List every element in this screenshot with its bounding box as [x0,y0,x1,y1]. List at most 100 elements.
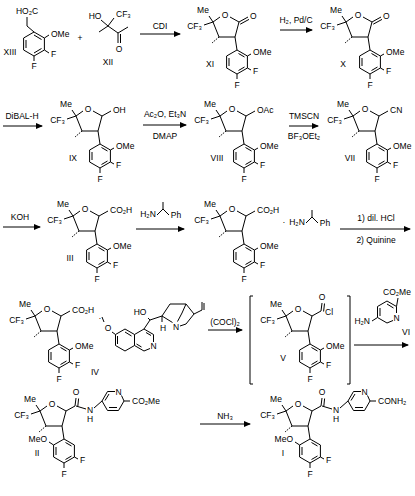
lactone-structure [337,16,384,79]
chem-label: F [94,275,99,284]
chem-label: OH [113,106,126,115]
amine-structure [306,210,318,223]
chem-label: CF₃ [14,411,29,420]
chem-label: OMe [393,142,411,151]
chem-label: N [333,406,339,415]
chem-label: DiBAL-H [5,112,38,121]
chem-label: H [333,415,339,424]
chem-label: DMAP [153,132,178,141]
chem-label: Me [57,200,69,209]
chem-label: CN [390,106,402,115]
chem-label: TMSCN [289,112,319,121]
chem-label: III [66,254,73,263]
chem-label: CO₂Me [132,397,160,406]
chem-label: O [229,205,236,214]
chem-label: O [319,388,326,397]
amide-structure [277,392,376,469]
chem-label: · [99,314,102,323]
chem-label: OMe [51,30,69,39]
chem-label: · [283,218,286,227]
amide-ester-structure [31,392,130,469]
chem-label: F [31,62,36,71]
chem-label: Me [204,100,216,109]
chem-label: Me [270,395,282,404]
chem-label: O [116,45,123,54]
chem-label: IV [91,368,99,377]
chem-label: O [295,305,302,314]
chem-label: N [361,387,367,396]
chem-label: H₂N [289,218,305,227]
chem-label: F [234,81,239,90]
chem-label: F [367,81,372,90]
lactone-structure [204,16,251,79]
chem-label: HO₂C [16,7,38,16]
chem-label: H [160,324,166,333]
chem-label: O [49,400,56,409]
chem-label: O [85,105,92,114]
chem-label: O [250,12,257,21]
chem-label: II [35,449,40,458]
chem-label: Ac₂O, Et₃N [144,110,186,119]
chem-label: O [44,305,51,314]
chem-label: CO₂H [72,306,94,315]
chem-label: OMe [116,142,134,151]
chem-label: XIII [4,48,17,57]
chem-label: NH₃ [217,412,233,421]
chem-label: Me [204,200,216,209]
chem-label: H₂N [354,317,370,326]
chem-label: O [222,11,229,20]
chem-label: I [282,449,284,458]
chem-label: O [362,105,369,114]
chem-label: CF₃ [194,116,209,125]
chem-label: F [116,161,121,170]
chem-label: + [78,34,83,43]
chem-label: XII [103,58,113,67]
chem-label: VII [345,154,355,163]
chem-label: CF₃ [320,22,335,31]
chem-label: Me [197,6,209,15]
chem-label: OAc [257,106,274,115]
chem-label: CF₃ [187,22,202,31]
chem-label: F [51,50,56,59]
chem-label: CF₃ [327,116,342,125]
chem-label: H [87,415,93,424]
chem-label: CF₃ [260,316,275,325]
chem-label: XI [206,60,214,69]
chem-label: CO₂H [257,206,279,215]
chem-label: F [97,175,102,184]
chem-label: F [386,67,391,76]
acid-chloride-structure [277,303,325,373]
chem-label: 2) Quinine [356,236,395,245]
chem-label: F [253,67,258,76]
chem-label: OMe [253,48,271,57]
chem-label: O [73,388,80,397]
chem-label: Cl [325,308,333,317]
chem-label: OMe [326,342,344,351]
chem-label: F [56,375,61,384]
chem-label: Me [24,395,36,404]
chem-label: F [374,175,379,184]
chem-label: O [82,205,89,214]
chem-label: F [260,261,265,270]
chem-label: O [229,105,236,114]
chem-label: IX [69,154,77,163]
chem-label: (COCl)₂ [210,318,240,327]
chem-label: H₂, Pd/C [279,16,312,25]
chem-label: Me [270,300,282,309]
chem-label: OMe [260,242,278,251]
chem-label: MeO [29,435,47,444]
chem-label: VIII [211,154,224,163]
chem-label: CO₂Me [383,288,411,297]
chem-label: F [75,361,80,370]
reaction-arrow [3,30,410,424]
chem-label: CONH₂ [378,397,406,406]
chem-label: F [113,261,118,270]
lactol-structure [67,110,114,173]
chem-label: CDI [153,22,168,31]
chem-label: F [241,275,246,284]
bracket [250,296,350,384]
chem-label: O [383,12,390,21]
chem-label: Me [330,6,342,15]
